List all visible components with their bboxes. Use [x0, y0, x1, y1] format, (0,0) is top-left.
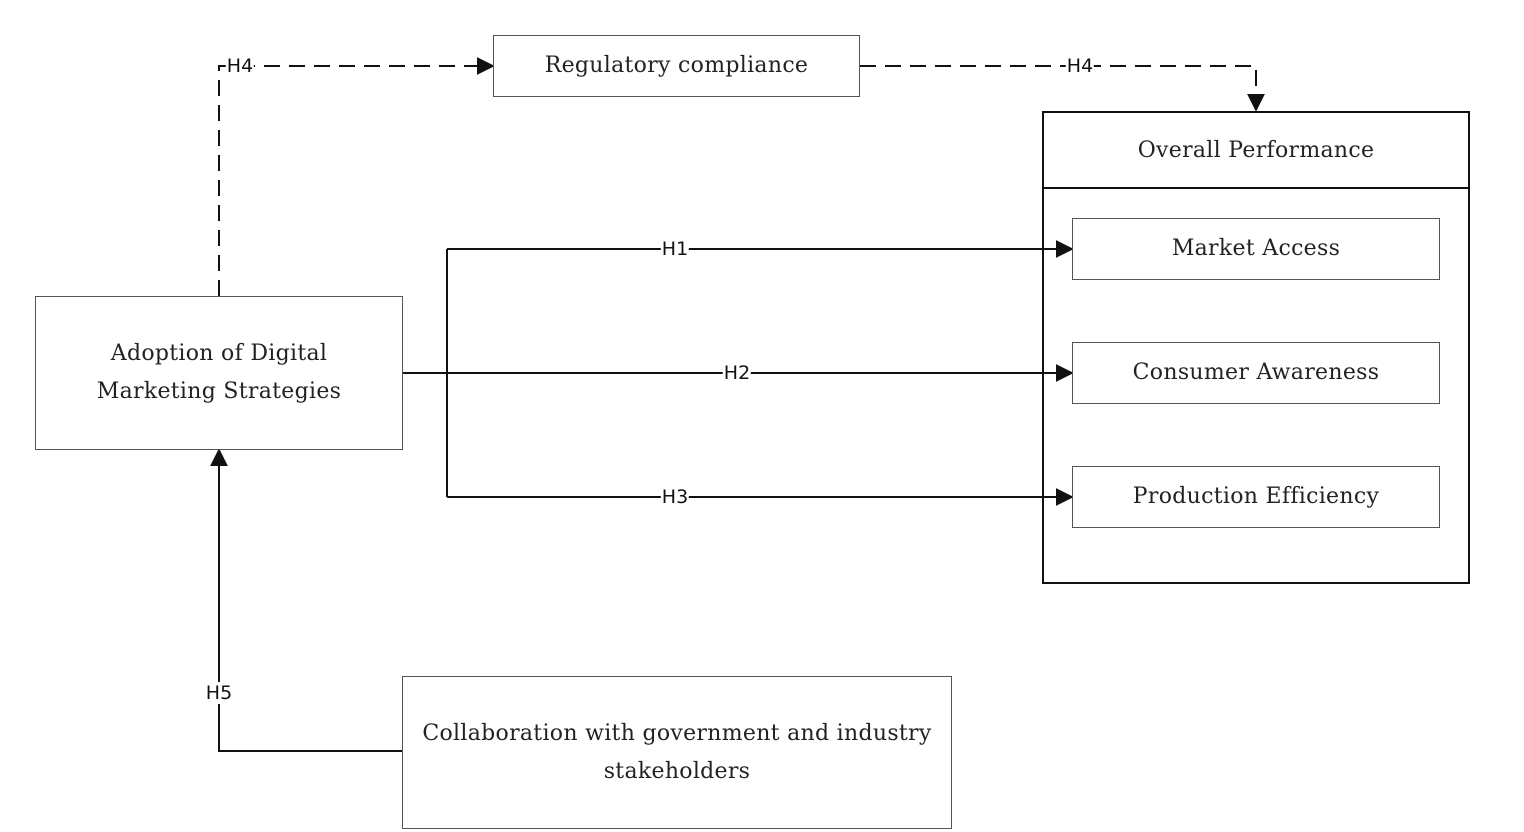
adoption-digital-marketing-box: Adoption of Digital Marketing Strategies: [35, 296, 403, 450]
adoption-label-line2: Marketing Strategies: [96, 379, 342, 404]
h3-label: H3: [660, 486, 690, 508]
collaboration-label-line2: stakeholders: [603, 758, 751, 784]
h1-label: H1: [660, 238, 690, 260]
production-efficiency-box: Production Efficiency: [1072, 466, 1440, 528]
consumer-awareness-label: Consumer Awareness: [1132, 360, 1380, 385]
overall-performance-header: Overall Performance: [1044, 113, 1468, 189]
regulatory-compliance-box: Regulatory compliance: [493, 35, 860, 97]
collaboration-box: Collaboration with government and indust…: [402, 676, 952, 829]
h2-label: H2: [722, 362, 752, 384]
market-access-box: Market Access: [1072, 218, 1440, 280]
h4-path-to-regulatory: [218, 57, 495, 296]
production-efficiency-label: Production Efficiency: [1132, 484, 1380, 509]
h4-label-left: H4: [225, 55, 255, 77]
h5-label: H5: [204, 682, 234, 704]
collaboration-label-line1: Collaboration with government and indust…: [422, 720, 932, 746]
h5-path: [210, 448, 402, 752]
adoption-label-line1: Adoption of Digital: [110, 341, 328, 366]
h4-label-right: H4: [1065, 55, 1095, 77]
h4-path-to-performance: [860, 65, 1265, 112]
overall-performance-container: Overall Performance: [1042, 111, 1470, 584]
market-access-label: Market Access: [1171, 236, 1341, 261]
overall-performance-label: Overall Performance: [1137, 137, 1375, 163]
regulatory-compliance-label: Regulatory compliance: [544, 53, 809, 78]
consumer-awareness-box: Consumer Awareness: [1072, 342, 1440, 404]
h-trunk: [402, 249, 448, 497]
